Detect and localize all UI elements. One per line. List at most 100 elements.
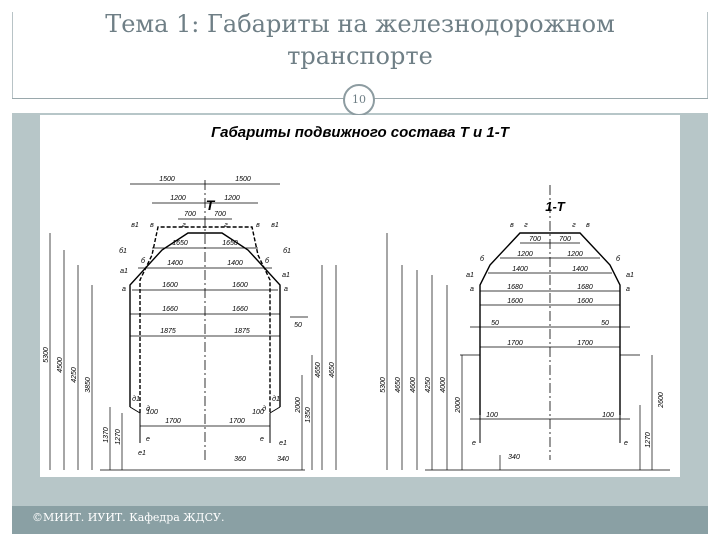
point-t-v-right: в [256,222,260,229]
point-t-e-right: е [260,436,264,443]
gauge-t-outline [129,232,281,407]
point-t-g-left: г [182,222,186,229]
dim-1t-1200-right: 1200 [567,251,583,258]
point-t-a1-left: а1 [120,268,128,275]
height-1t-4650: 4650 [395,377,402,393]
slide-title-line-2: транспорте [287,42,433,70]
height-1t-2600: 2600 [658,392,665,409]
point-t-b1-left: б1 [119,247,127,255]
dim-t-1400-right: 1400 [227,260,243,267]
gauge-t-label: Т [206,197,216,213]
dim-t-1700-left: 1700 [165,418,181,425]
footer-text: ©МИИТ. ИУИТ. Кафедра ЖДСУ. [32,511,225,524]
dim-t-1200-left: 1200 [170,195,186,202]
dim-t-700-left: 700 [184,211,196,218]
dim-1t-1600-right: 1600 [577,298,593,305]
page-number: 10 [343,84,375,116]
dim-t-1600-left: 1600 [162,282,178,289]
height-t-1370: 1370 [103,427,110,443]
point-t-e1-right: е1 [279,440,287,447]
title-frame-right [707,12,708,98]
dim-1t-1700-right: 1700 [577,340,593,347]
point-t-d1-left: д1 [132,395,140,403]
gauge-t-outline-outer [139,226,271,413]
dim-t-340: 340 [277,456,289,463]
point-t-a-left: а [122,286,126,293]
point-t-d1-right: д1 [272,395,280,403]
point-1t-g-right: г [572,222,576,229]
dim-t-1500-right: 1500 [235,176,251,183]
dim-1t-1400-right: 1400 [572,266,588,273]
gauge-t [49,180,337,471]
dim-t-1660-left: 1660 [162,306,178,313]
point-t-a-right: а [284,286,288,293]
gauge-t-foot-left [129,406,141,414]
height-1t-5300: 5300 [380,377,387,393]
dim-t-1600-right: 1600 [232,282,248,289]
gauge-1t-labels: 1-Т 700 700 1200 1200 1400 1400 1680 168… [380,199,665,461]
point-1t-a-right: а [626,286,630,293]
dim-1t-1600-left: 1600 [507,298,523,305]
dim-1t-1680-left: 1680 [507,284,523,291]
dim-t-1500-left: 1500 [159,176,175,183]
gauge-drawing: Габариты подвижного состава Т и 1-Т [40,115,680,477]
height-t-3850: 3850 [85,377,92,393]
diagram-heading: Габариты подвижного состава Т и 1-Т [211,124,511,141]
slide-title-line-1: Тема 1: Габариты на железнодорожном [105,10,615,38]
dim-t-1700-right: 1700 [229,418,245,425]
dim-1t-1400-left: 1400 [512,266,528,273]
point-t-a1-right: а1 [282,272,290,279]
gauge-1t-label: 1-Т [545,199,566,214]
dim-t-1875-left: 1875 [160,328,176,335]
height-t-5300: 5300 [43,347,50,363]
height-t-4650-b: 4650 [329,362,336,378]
dim-t-1660-right: 1660 [232,306,248,313]
point-t-e1-left: е1 [138,450,146,457]
point-t-g-right: г [224,222,228,229]
dim-1t-100-left: 100 [486,412,498,419]
dim-t-360: 360 [234,456,246,463]
dim-1t-1700-left: 1700 [507,340,523,347]
point-1t-e-right: е [624,440,628,447]
height-t-4650-a: 4650 [315,362,322,378]
dim-t-100-right: 100 [252,409,264,416]
footer-bar [12,506,708,534]
dim-1t-1680-right: 1680 [577,284,593,291]
point-t-b1-right: б1 [283,247,291,255]
point-t-b-right: б [265,257,270,265]
height-1t-4250: 4250 [425,377,432,393]
point-1t-a-left: а [470,286,474,293]
dim-t-1400-left: 1400 [167,260,183,267]
height-1t-4600: 4600 [410,377,417,393]
point-1t-b-left: б [480,255,485,263]
dim-1t-50-right: 50 [601,320,609,327]
dim-1t-1200-left: 1200 [517,251,533,258]
gauge-diagram: Габариты подвижного состава Т и 1-Т [43,124,670,471]
point-t-v1-right: в1 [271,222,279,229]
point-t-d-left: д [146,405,150,413]
title-frame-left [12,12,13,98]
height-t-2000: 2000 [295,397,302,414]
point-t-v1-left: в1 [131,222,139,229]
height-1t-1270: 1270 [645,432,652,448]
dim-t-50: 50 [294,322,302,329]
point-1t-g-left: г [524,222,528,229]
point-t-b-left: б [141,257,146,265]
gauge-t-labels: Т 1500 1500 1200 1200 700 700 1650 1650 … [43,176,336,463]
gauge-t-foot-right [269,406,281,414]
dim-1t-700-right: 700 [559,236,571,243]
slide-title: Тема 1: Габариты на железнодорожном тран… [0,8,720,72]
dim-1t-50-left: 50 [491,320,499,327]
height-t-1270: 1270 [115,429,122,445]
point-1t-a1-left: а1 [466,272,474,279]
gauge-1t-outline [479,232,621,415]
point-1t-a1-right: а1 [626,272,634,279]
point-t-d-right: д [262,405,266,413]
height-t-4250: 4250 [71,367,78,383]
dim-t-1650-left: 1650 [172,240,188,247]
point-1t-v-left: в [510,222,514,229]
height-t-4500: 4500 [57,357,64,373]
point-1t-b-right: б [616,255,621,263]
dim-t-1875-right: 1875 [234,328,250,335]
point-1t-v-right: в [586,222,590,229]
